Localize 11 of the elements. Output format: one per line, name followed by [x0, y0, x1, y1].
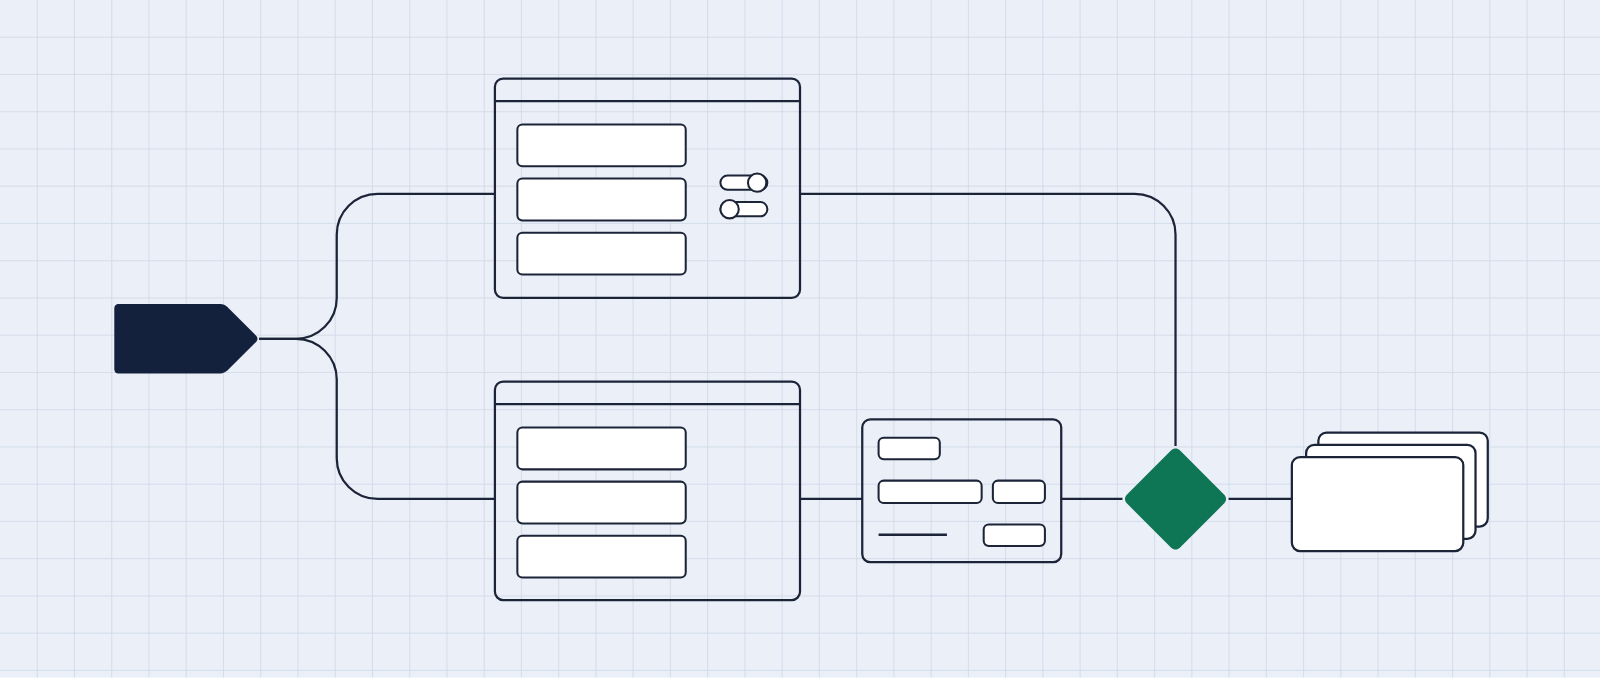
- connector-line: [1060, 498, 1123, 501]
- connector-line: [799, 498, 863, 501]
- connector-line: [799, 192, 1177, 447]
- window-panel: [493, 77, 802, 300]
- document-stack: [1290, 431, 1489, 553]
- window-panel: [493, 380, 802, 602]
- connector-line: [259, 337, 496, 501]
- connector-line: [1228, 498, 1292, 501]
- form-card: [861, 418, 1063, 564]
- tag-shape: [114, 304, 258, 374]
- decision-diamond: [1125, 448, 1227, 550]
